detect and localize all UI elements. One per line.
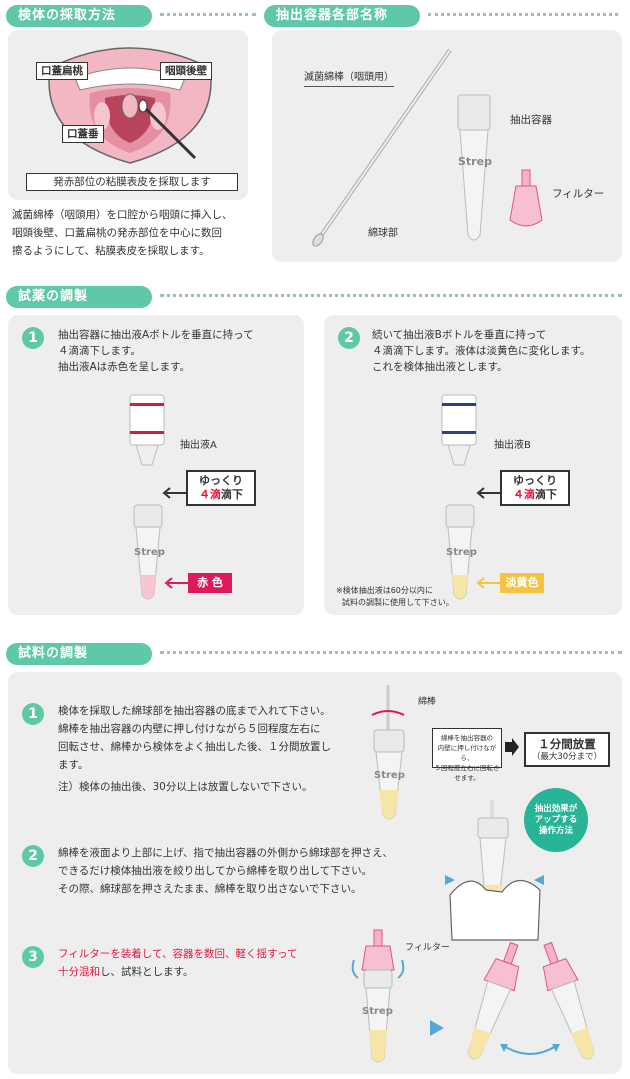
step-number: 2 xyxy=(338,327,360,349)
badge-line3: 操作方法 xyxy=(538,826,573,836)
mouth-illustration xyxy=(48,47,212,164)
tube-text: Strep xyxy=(458,155,492,168)
color-tag-red: 赤 色 xyxy=(188,573,232,593)
tube-a-illustration: Strep xyxy=(133,504,165,600)
bottle-a-illustration xyxy=(129,394,165,466)
reagent1-line3: 抽出液Aは赤色を呈します。 xyxy=(58,361,191,373)
tube-b-illustration: Strep xyxy=(445,504,477,600)
slow-text: ゆっくり xyxy=(199,474,243,487)
slow-drop-box-b: ゆっくり ４滴滴下 xyxy=(500,470,570,506)
step-number: 1 xyxy=(22,703,44,725)
header-dots xyxy=(428,13,618,16)
tube-text: Strep xyxy=(374,770,405,781)
wait-label: １分間放置 xyxy=(538,737,596,751)
step-number: 1 xyxy=(22,327,44,349)
step-number: 3 xyxy=(22,946,44,968)
sample1-line1: 検体を採取した綿球部を抽出容器の底まで入れて下さい。 xyxy=(58,705,331,717)
color-tag-yellow: 淡黄色 xyxy=(500,573,544,593)
sample1-note: 注）検体の抽出後、30分以上は放置しないで下さい。 xyxy=(58,781,313,793)
header-dots xyxy=(160,13,256,16)
sample1-line3: 回転させ、綿棒から検体をよく抽出した後、１分間放置し xyxy=(58,741,331,753)
play-icon xyxy=(430,1020,444,1036)
tube-text: Strep xyxy=(362,1006,393,1017)
arrow-left-icon xyxy=(476,577,502,589)
sample2-line3: その際、綿球部を押さえたまま、綿棒を取り出さないで下さい。 xyxy=(58,883,362,895)
swab-illustration xyxy=(312,48,452,247)
bottle-b-label: 抽出液B xyxy=(494,440,531,451)
label-tonsil: 口蓋扁桃 xyxy=(36,62,88,80)
sampling-desc-3: 擦るようにして、粘膜表皮を採取します。 xyxy=(12,245,210,257)
swab-label: 綿棒 xyxy=(418,697,437,707)
badge-line1: 抽出効果が xyxy=(534,804,578,814)
header-dots xyxy=(160,294,622,297)
sample2-line2: できるだけ検体抽出液を絞り出してから綿棒を取り出して下さい。 xyxy=(58,865,373,877)
sampling-desc-2: 咽頭後壁、口蓋扁桃の発赤部位を中心に数回 xyxy=(12,227,222,239)
tip-badge: 抽出効果が アップする 操作方法 xyxy=(524,788,588,852)
reagent-note-2: 試料の調製に使用して下さい。 xyxy=(342,598,454,607)
section-header-sample: 試料の調製 xyxy=(6,643,152,665)
swing-arrow-icon xyxy=(500,1044,560,1055)
sample1-line4: ます。 xyxy=(58,759,89,771)
rotate-info-1: 綿棒を抽出容器の xyxy=(441,734,493,742)
sample3-line1: フィルターを装着して、容器を数回、軽く揺すって xyxy=(58,948,298,960)
rotate-info-2: 内壁に押し付けながら、 xyxy=(437,744,497,762)
tilted-tube-right xyxy=(542,941,595,1060)
arrow-left-icon xyxy=(164,577,190,589)
wait-box: １分間放置 （最大30分まで） xyxy=(524,732,610,767)
bottle-b-illustration xyxy=(441,394,477,466)
drops-text: ４滴滴下 xyxy=(513,488,557,501)
label-container: 抽出容器 xyxy=(510,114,552,126)
wait-sub: （最大30分まで） xyxy=(531,752,603,762)
sample1-line2: 綿棒を抽出容器の内壁に押し付けながら５回程度左右に xyxy=(58,723,321,735)
section-header-sampling: 検体の採取方法 xyxy=(6,5,152,27)
label-pharynx-wall: 咽頭後壁 xyxy=(160,62,212,80)
slow-text: ゆっくり xyxy=(513,474,557,487)
reagent2-line3: これを検体抽出液とします。 xyxy=(372,361,508,373)
label-filter: フィルター xyxy=(552,188,605,200)
filter-illustration xyxy=(509,169,543,227)
arrow-left-icon xyxy=(162,487,186,499)
sample-panel xyxy=(8,672,622,1074)
tube-text: Strep xyxy=(446,547,477,558)
drops-text: ４滴滴下 xyxy=(199,488,243,501)
sampling-caption: 発赤部位の粘膜表皮を採取します xyxy=(26,173,238,191)
bottle-a-label: 抽出液A xyxy=(180,440,217,451)
container-illustration: Strep xyxy=(457,94,492,241)
reagent-note-1: ※検体抽出液は60分以内に xyxy=(336,586,433,595)
tube-text: Strep xyxy=(134,547,165,558)
filter-label: フィルター xyxy=(405,943,450,953)
sample2-line1: 綿棒を液面より上部に上げ、指で抽出容器の外側から綿球部を押さえ、 xyxy=(58,847,394,859)
label-tip: 綿球部 xyxy=(368,228,398,239)
reagent1-line2: ４滴滴下します。 xyxy=(58,345,141,357)
arrow-left-icon xyxy=(476,487,500,499)
header-dots xyxy=(160,651,622,654)
section-header-reagent: 試薬の調製 xyxy=(6,286,152,308)
reagent1-line1: 抽出容器に抽出液Aボトルを垂直に持って xyxy=(58,329,254,341)
badge-line2: アップする xyxy=(534,815,578,825)
section-header-parts: 抽出容器各部名称 xyxy=(264,5,420,27)
label-swab: 滅菌綿棒（咽頭用） xyxy=(304,70,394,87)
reagent-step2-panel xyxy=(324,315,622,615)
slow-drop-box-a: ゆっくり ４滴滴下 xyxy=(186,470,256,506)
sample3-line2: 十分混和し、試料とします。 xyxy=(58,966,194,978)
rotate-info-3: ５回程度左右に回転させます。 xyxy=(434,764,500,782)
reagent2-line1: 続いて抽出液Bボトルを垂直に持って xyxy=(372,329,547,341)
tilted-tube-left xyxy=(467,941,520,1060)
step-number: 2 xyxy=(22,845,44,867)
filtered-tube-illustration: Strep xyxy=(351,929,405,1063)
rotate-info-box: 綿棒を抽出容器の 内壁に押し付けながら、 ５回程度左右に回転させます。 xyxy=(432,728,502,782)
label-uvula: 口蓋垂 xyxy=(62,125,104,143)
arrow-right-icon xyxy=(505,738,519,756)
squeeze-illustration xyxy=(445,800,544,941)
swab-in-tube-illustration: Strep xyxy=(371,685,405,820)
sampling-desc-1: 滅菌綿棒（咽頭用）を口腔から咽頭に挿入し、 xyxy=(12,209,233,221)
reagent2-line2: ４滴滴下します。液体は淡黄色に変化します。 xyxy=(372,345,591,357)
